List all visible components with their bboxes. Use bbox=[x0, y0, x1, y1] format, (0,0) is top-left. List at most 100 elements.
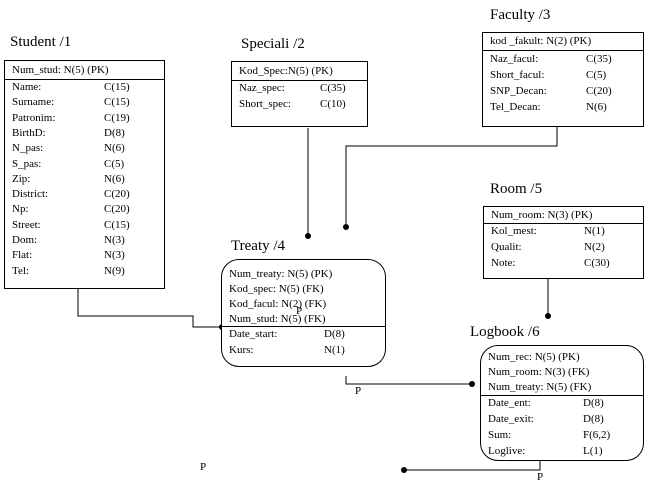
student-field-row: S_pas: C(5) bbox=[5, 157, 164, 172]
logbook-field-name: Sum: bbox=[488, 429, 512, 441]
treaty-field-row: Kurs: N(1) bbox=[222, 343, 385, 359]
student-field-name: Surname: bbox=[12, 96, 55, 109]
speciality-field-name: Short_spec: bbox=[239, 98, 291, 110]
connector-dot bbox=[401, 467, 407, 473]
logbook-key-row: Num_rec: N(5) (PK) bbox=[488, 351, 580, 363]
faculty-field-row: Naz_facul:C(35) bbox=[483, 52, 643, 68]
student-field-name: Np: bbox=[12, 203, 29, 216]
treaty-field-type: N(1) bbox=[324, 344, 345, 356]
student-field-type: N(6) bbox=[104, 142, 125, 155]
logbook-field-type: L(1) bbox=[583, 445, 603, 457]
faculty-field-name: Tel_Decan: bbox=[490, 101, 541, 113]
speciality-field-row: Naz_spec: C(35) bbox=[232, 81, 367, 97]
student-field-name: BirthD: bbox=[12, 126, 46, 139]
student-field-type: C(15) bbox=[104, 81, 130, 93]
faculty-field-type: N(6) bbox=[586, 101, 607, 113]
faculty-field-type: C(5) bbox=[586, 69, 607, 81]
treaty-key-row: Num_treaty: N(5) (PK) bbox=[229, 268, 333, 280]
logbook-field-row: Date_ent: D(8) bbox=[481, 396, 643, 412]
student-treaty-line bbox=[77, 289, 222, 328]
faculty-title: Faculty /3 bbox=[490, 7, 551, 23]
student-field-name: Zip: bbox=[12, 172, 31, 185]
faculty-entity: kod _fakult: N(2) (PK) Naz_facul:C(35)Sh… bbox=[482, 32, 644, 127]
logbook-field-name: Date_exit: bbox=[488, 413, 534, 425]
logbook-field-type: D(8) bbox=[583, 413, 604, 425]
room-field-type: N(1) bbox=[584, 225, 605, 237]
faculty-treaty-line bbox=[345, 127, 558, 227]
student-entity: Num_stud: N(5) (PK) Name:C(15)Surname:C(… bbox=[4, 60, 165, 289]
student-field-name: Patronim: bbox=[12, 111, 56, 124]
student-field-type: C(5) bbox=[104, 157, 125, 170]
student-field-type: N(6) bbox=[104, 172, 125, 185]
logbook-field-type: D(8) bbox=[583, 397, 604, 409]
treaty-field-type: D(8) bbox=[324, 328, 345, 340]
treaty-key-row: Num_stud: N(5) (FK) bbox=[229, 313, 326, 325]
room-field-row: Note:C(30) bbox=[484, 256, 643, 272]
p-label-bottom-left: P bbox=[200, 461, 207, 473]
speciality-field-type: C(10) bbox=[320, 98, 346, 110]
student-field-type: C(15) bbox=[104, 218, 130, 231]
room-field-name: Kol_mest: bbox=[491, 225, 537, 237]
treaty-field-name: Kurs: bbox=[229, 344, 254, 356]
room-title: Room /5 bbox=[490, 181, 543, 197]
room-entity: Num_room: N(3) (PK) Kol_mest: N(1) Qualit:… bbox=[483, 206, 644, 279]
room-field-type: N(2) bbox=[584, 241, 605, 253]
room-field-name: Qualit: bbox=[491, 241, 522, 253]
logbook-field-row: Sum: F(6,2) bbox=[481, 428, 643, 444]
student-field-row: Zip: N(6) bbox=[5, 172, 164, 187]
logbook-field-row: Date_exit: D(8) bbox=[481, 412, 643, 428]
treaty-field-row: Date_start: D(8) bbox=[222, 327, 385, 343]
logbook-field-type: F(6,2) bbox=[583, 429, 611, 441]
logbook-divider bbox=[481, 395, 643, 396]
faculty-field-row: Short_facul:C(5) bbox=[483, 68, 643, 84]
student-field-name: Dom: bbox=[12, 234, 38, 246]
connector-dot bbox=[305, 233, 311, 239]
student-title: Student /1 bbox=[10, 34, 72, 50]
student-field-row: Tel: N(9) bbox=[5, 264, 164, 279]
treaty-divider bbox=[222, 326, 385, 327]
student-field-name: S_pas: bbox=[12, 157, 42, 170]
student-field-name: Tel: bbox=[12, 264, 29, 277]
student-field-name: District: bbox=[12, 188, 49, 201]
connector-dot bbox=[545, 313, 551, 319]
faculty-primary-key: kod _fakult: N(2) (PK) bbox=[490, 35, 592, 47]
connector-dot bbox=[469, 381, 475, 387]
faculty-field-row: Tel_Decan: N(6) bbox=[483, 100, 643, 116]
speciality-field-row: Short_spec: C(10) bbox=[232, 97, 367, 113]
speciality-primary-key: Kod_Spec:N(5) (PK) bbox=[239, 65, 333, 77]
faculty-field-name: Naz_facul: bbox=[490, 53, 539, 65]
student-field-row: Np: C(20) bbox=[5, 202, 164, 217]
speciality-field-type: C(35) bbox=[320, 82, 346, 94]
faculty-field-name: SNP_Decan: bbox=[490, 85, 547, 97]
logbook-key-row: Num_room: N(3) (FK) bbox=[488, 366, 590, 378]
p-label-treaty: P bbox=[296, 305, 303, 317]
speciality-entity: Kod_Spec:N(5) (PK) Naz_spec: C(35) Short_s… bbox=[231, 61, 368, 127]
student-primary-key: Num_stud: N(5) (PK) bbox=[12, 64, 109, 76]
student-field-name: N_pas: bbox=[12, 142, 44, 155]
student-field-type: D(8) bbox=[104, 126, 125, 139]
faculty-field-row: SNP_Decan: C(20) bbox=[483, 84, 643, 100]
faculty-field-type: C(20) bbox=[586, 85, 612, 97]
treaty-field-name: Date_start: bbox=[229, 328, 278, 340]
student-field-type: C(15) bbox=[104, 96, 130, 109]
room-primary-key: Num_room: N(3) (PK) bbox=[491, 209, 593, 221]
student-field-row: Street:C(15) bbox=[5, 218, 164, 233]
student-field-type: C(19) bbox=[104, 111, 130, 124]
p-label-logbook-in: P bbox=[355, 385, 362, 397]
connector-dot bbox=[343, 224, 349, 230]
treaty-title: Treaty /4 bbox=[231, 238, 286, 254]
logbook-key-row: Num_treaty: N(5) (FK) bbox=[488, 381, 592, 393]
logbook-field-row: Loglive: L(1) bbox=[481, 444, 643, 460]
treaty-key-row: Kod_facul: N(2) (FK) bbox=[229, 298, 327, 310]
speciality-field-name: Naz_spec: bbox=[239, 82, 285, 94]
logbook-field-name: Loglive: bbox=[488, 445, 526, 457]
logbook-field-name: Date_ent: bbox=[488, 397, 531, 409]
student-field-row: District:C(20) bbox=[5, 187, 164, 202]
student-field-type: C(20) bbox=[104, 203, 130, 216]
room-field-row: Kol_mest: N(1) bbox=[484, 224, 643, 240]
student-field-row: Flat:N(3) bbox=[5, 248, 164, 263]
student-field-type: N(9) bbox=[104, 264, 125, 277]
logbook-entity: Num_rec: N(5) (PK) Num_room: N(3) (FK) Num… bbox=[480, 345, 644, 461]
treaty-logbook-line bbox=[345, 376, 472, 385]
